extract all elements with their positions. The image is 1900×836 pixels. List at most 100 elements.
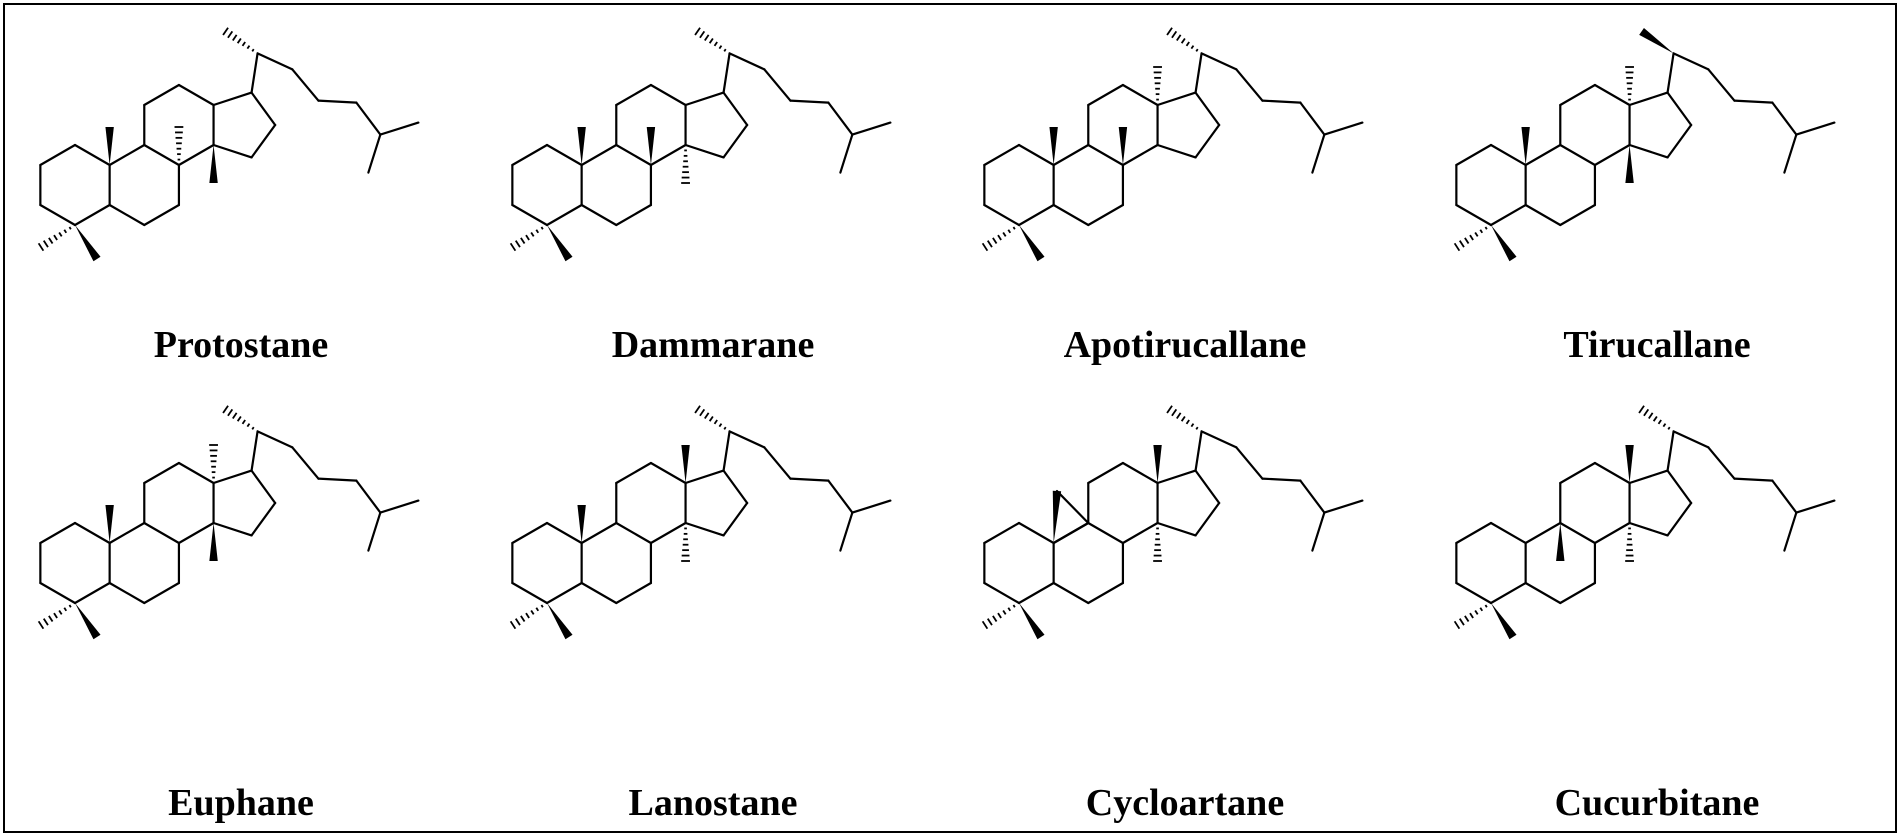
structure-name-0: Protostane (153, 324, 329, 366)
bond-c24-c25 (355, 479, 382, 514)
bond-c24-c25 (355, 101, 382, 136)
bond-c1-c10 (73, 521, 111, 545)
bond-c25-c26 (1795, 121, 1836, 136)
bond-c5-c4 (1017, 203, 1055, 227)
bond-c2-c1 (1455, 143, 1493, 167)
molecule-drawing-0 (37, 27, 420, 262)
bond-c11-c12 (143, 83, 181, 107)
bond-c5-c4 (545, 581, 583, 605)
bond-c17-c13 (1156, 469, 1197, 485)
methyl-c4-beta (75, 603, 101, 640)
bond-c6-c7 (1559, 203, 1597, 227)
bond-c24-c25 (1771, 479, 1798, 514)
bond-c17-c13 (212, 469, 253, 485)
bond-c14-c8 (1593, 521, 1631, 545)
bond-c5-c6 (1524, 203, 1562, 227)
bond-c20-c22 (256, 52, 294, 71)
bond-c22-c23 (763, 68, 792, 102)
bond-c12-c13 (177, 83, 215, 107)
methyl-c10 (577, 127, 586, 165)
structure-name-2: Apotirucallane (1063, 324, 1307, 366)
bond-c25-c26 (379, 499, 420, 514)
bond-c14-c15 (1156, 143, 1197, 159)
methyl-c8 (1118, 127, 1128, 165)
bond-c5-c4 (1017, 581, 1055, 605)
methyl-c20 (1638, 405, 1671, 430)
bond-c5-c6 (108, 203, 146, 227)
bond-c23-c24 (1733, 99, 1774, 104)
bond-c6-c7 (143, 581, 181, 605)
bond-c17-c13 (684, 469, 725, 485)
bond-c14-c8 (1593, 143, 1631, 167)
bond-c17-c20 (1194, 430, 1203, 472)
bond-c6-c7 (615, 203, 653, 227)
bond-c22-c23 (1235, 446, 1264, 480)
structure-name-1: Dammarane (611, 324, 815, 366)
methyl-c4-beta (1491, 603, 1517, 640)
methyl-c8 (174, 126, 184, 161)
bond-c2-c1 (39, 521, 77, 545)
bond-c1-c10 (545, 143, 583, 167)
bond-c4-c3 (39, 581, 77, 605)
bond-c17-c20 (250, 52, 259, 94)
bond-c25-c27 (1311, 511, 1326, 552)
bond-c14-c15 (1156, 521, 1197, 537)
bond-c16-c17 (250, 91, 277, 127)
bond-c17-c13 (1156, 91, 1197, 107)
bond-c25-c26 (1795, 499, 1836, 514)
molecule-drawing-4 (37, 405, 420, 640)
methyl-c4-alpha (509, 226, 544, 252)
bond-c25-c26 (851, 499, 892, 514)
methyl-c4-beta (1019, 225, 1045, 262)
bond-c25-c27 (367, 133, 382, 174)
methyl-c9 (1556, 523, 1565, 561)
bond-c16-c17 (722, 91, 749, 127)
bond-c1-c10 (1489, 521, 1527, 545)
bond-c14-c15 (212, 143, 253, 159)
bond-c12-c13 (177, 461, 215, 485)
bond-c1-c10 (73, 143, 111, 167)
bond-c2-c1 (983, 521, 1021, 545)
bond-c12-c13 (1593, 461, 1631, 485)
cyclopropane-bond-base (1052, 521, 1090, 545)
bond-c5-c4 (73, 203, 111, 227)
bond-c16-c17 (1194, 469, 1221, 505)
bond-c12-c13 (649, 83, 687, 107)
methyl-c13 (1153, 445, 1162, 483)
methyl-c14 (1625, 145, 1634, 183)
bond-c22-c23 (291, 446, 320, 480)
bond-c2-c1 (983, 143, 1021, 167)
methyl-c20 (694, 405, 727, 430)
bond-c11-c12 (1087, 461, 1125, 485)
bond-c20-c22 (1200, 430, 1238, 449)
methyl-c20 (1639, 27, 1674, 54)
methyl-c10 (1049, 127, 1058, 165)
cyclopropane-wedge-c19 (1052, 490, 1062, 543)
structure-cell-1: Dammarane (477, 5, 949, 418)
methyl-c13 (681, 445, 690, 483)
bond-c15-c16 (250, 123, 277, 159)
bond-c12-c13 (1593, 83, 1631, 107)
bond-c23-c24 (1261, 99, 1302, 104)
methyl-c20 (694, 27, 727, 52)
bond-c25-c27 (1783, 511, 1798, 552)
bond-c1-c10 (545, 521, 583, 545)
bond-c1-c10 (1489, 143, 1527, 167)
methyl-c4-beta (1019, 603, 1045, 640)
structure-cell-7: Cucurbitane (1421, 405, 1893, 831)
methyl-c4-alpha (1453, 604, 1488, 630)
bond-c23-c24 (1733, 477, 1774, 482)
bond-c25-c26 (1323, 499, 1364, 514)
bond-c8-c9 (143, 521, 181, 545)
bond-c20-c22 (728, 52, 766, 71)
bond-c14-c15 (212, 521, 253, 537)
bond-c4-c3 (511, 581, 549, 605)
methyl-c13 (1625, 66, 1634, 101)
bond-c17-c13 (1628, 91, 1669, 107)
triterpene-skeleton-figure: Protostane Dammarane Apotirucallane Tiru… (3, 3, 1897, 833)
bond-c8-c9 (615, 143, 653, 167)
bond-c17-c13 (212, 91, 253, 107)
methyl-c20 (1166, 405, 1199, 430)
methyl-c8 (646, 127, 656, 165)
bond-c25-c27 (367, 511, 382, 552)
